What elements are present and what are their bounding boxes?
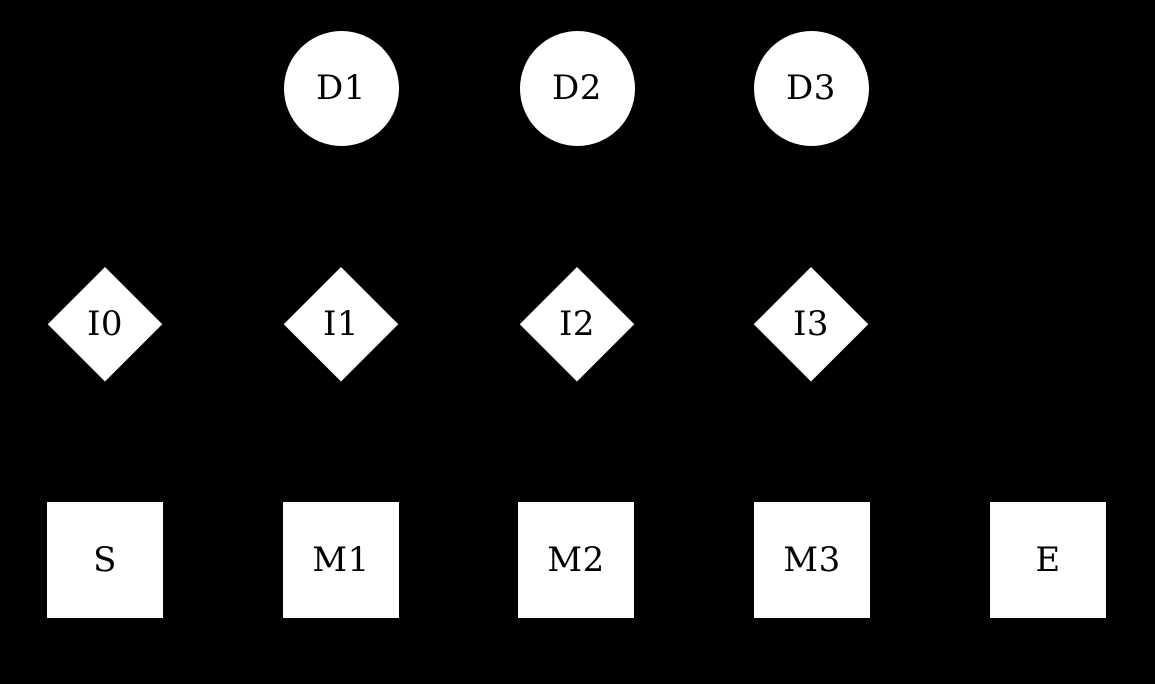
node-i0[interactable]: I0 xyxy=(48,267,162,381)
node-label: M1 xyxy=(312,540,370,580)
node-label: I2 xyxy=(558,304,596,344)
node-label: I1 xyxy=(322,304,360,344)
node-i2[interactable]: I2 xyxy=(520,267,634,381)
node-label: M2 xyxy=(547,540,605,580)
node-d2[interactable]: D2 xyxy=(519,30,635,146)
node-i1[interactable]: I1 xyxy=(284,267,398,381)
node-d3[interactable]: D3 xyxy=(753,30,869,146)
node-d1[interactable]: D1 xyxy=(283,30,399,146)
node-i3[interactable]: I3 xyxy=(754,267,868,381)
node-label: D2 xyxy=(552,68,602,108)
node-label: I0 xyxy=(86,304,124,344)
node-e[interactable]: E xyxy=(990,502,1106,618)
node-m1[interactable]: M1 xyxy=(283,502,399,618)
node-m3[interactable]: M3 xyxy=(754,502,870,618)
node-m2[interactable]: M2 xyxy=(518,502,634,618)
node-label: I3 xyxy=(792,304,830,344)
node-label: E xyxy=(1035,540,1061,580)
node-s[interactable]: S xyxy=(47,502,163,618)
node-label: S xyxy=(93,540,117,580)
node-label: D3 xyxy=(786,68,836,108)
node-label: M3 xyxy=(783,540,841,580)
node-label: D1 xyxy=(316,68,366,108)
